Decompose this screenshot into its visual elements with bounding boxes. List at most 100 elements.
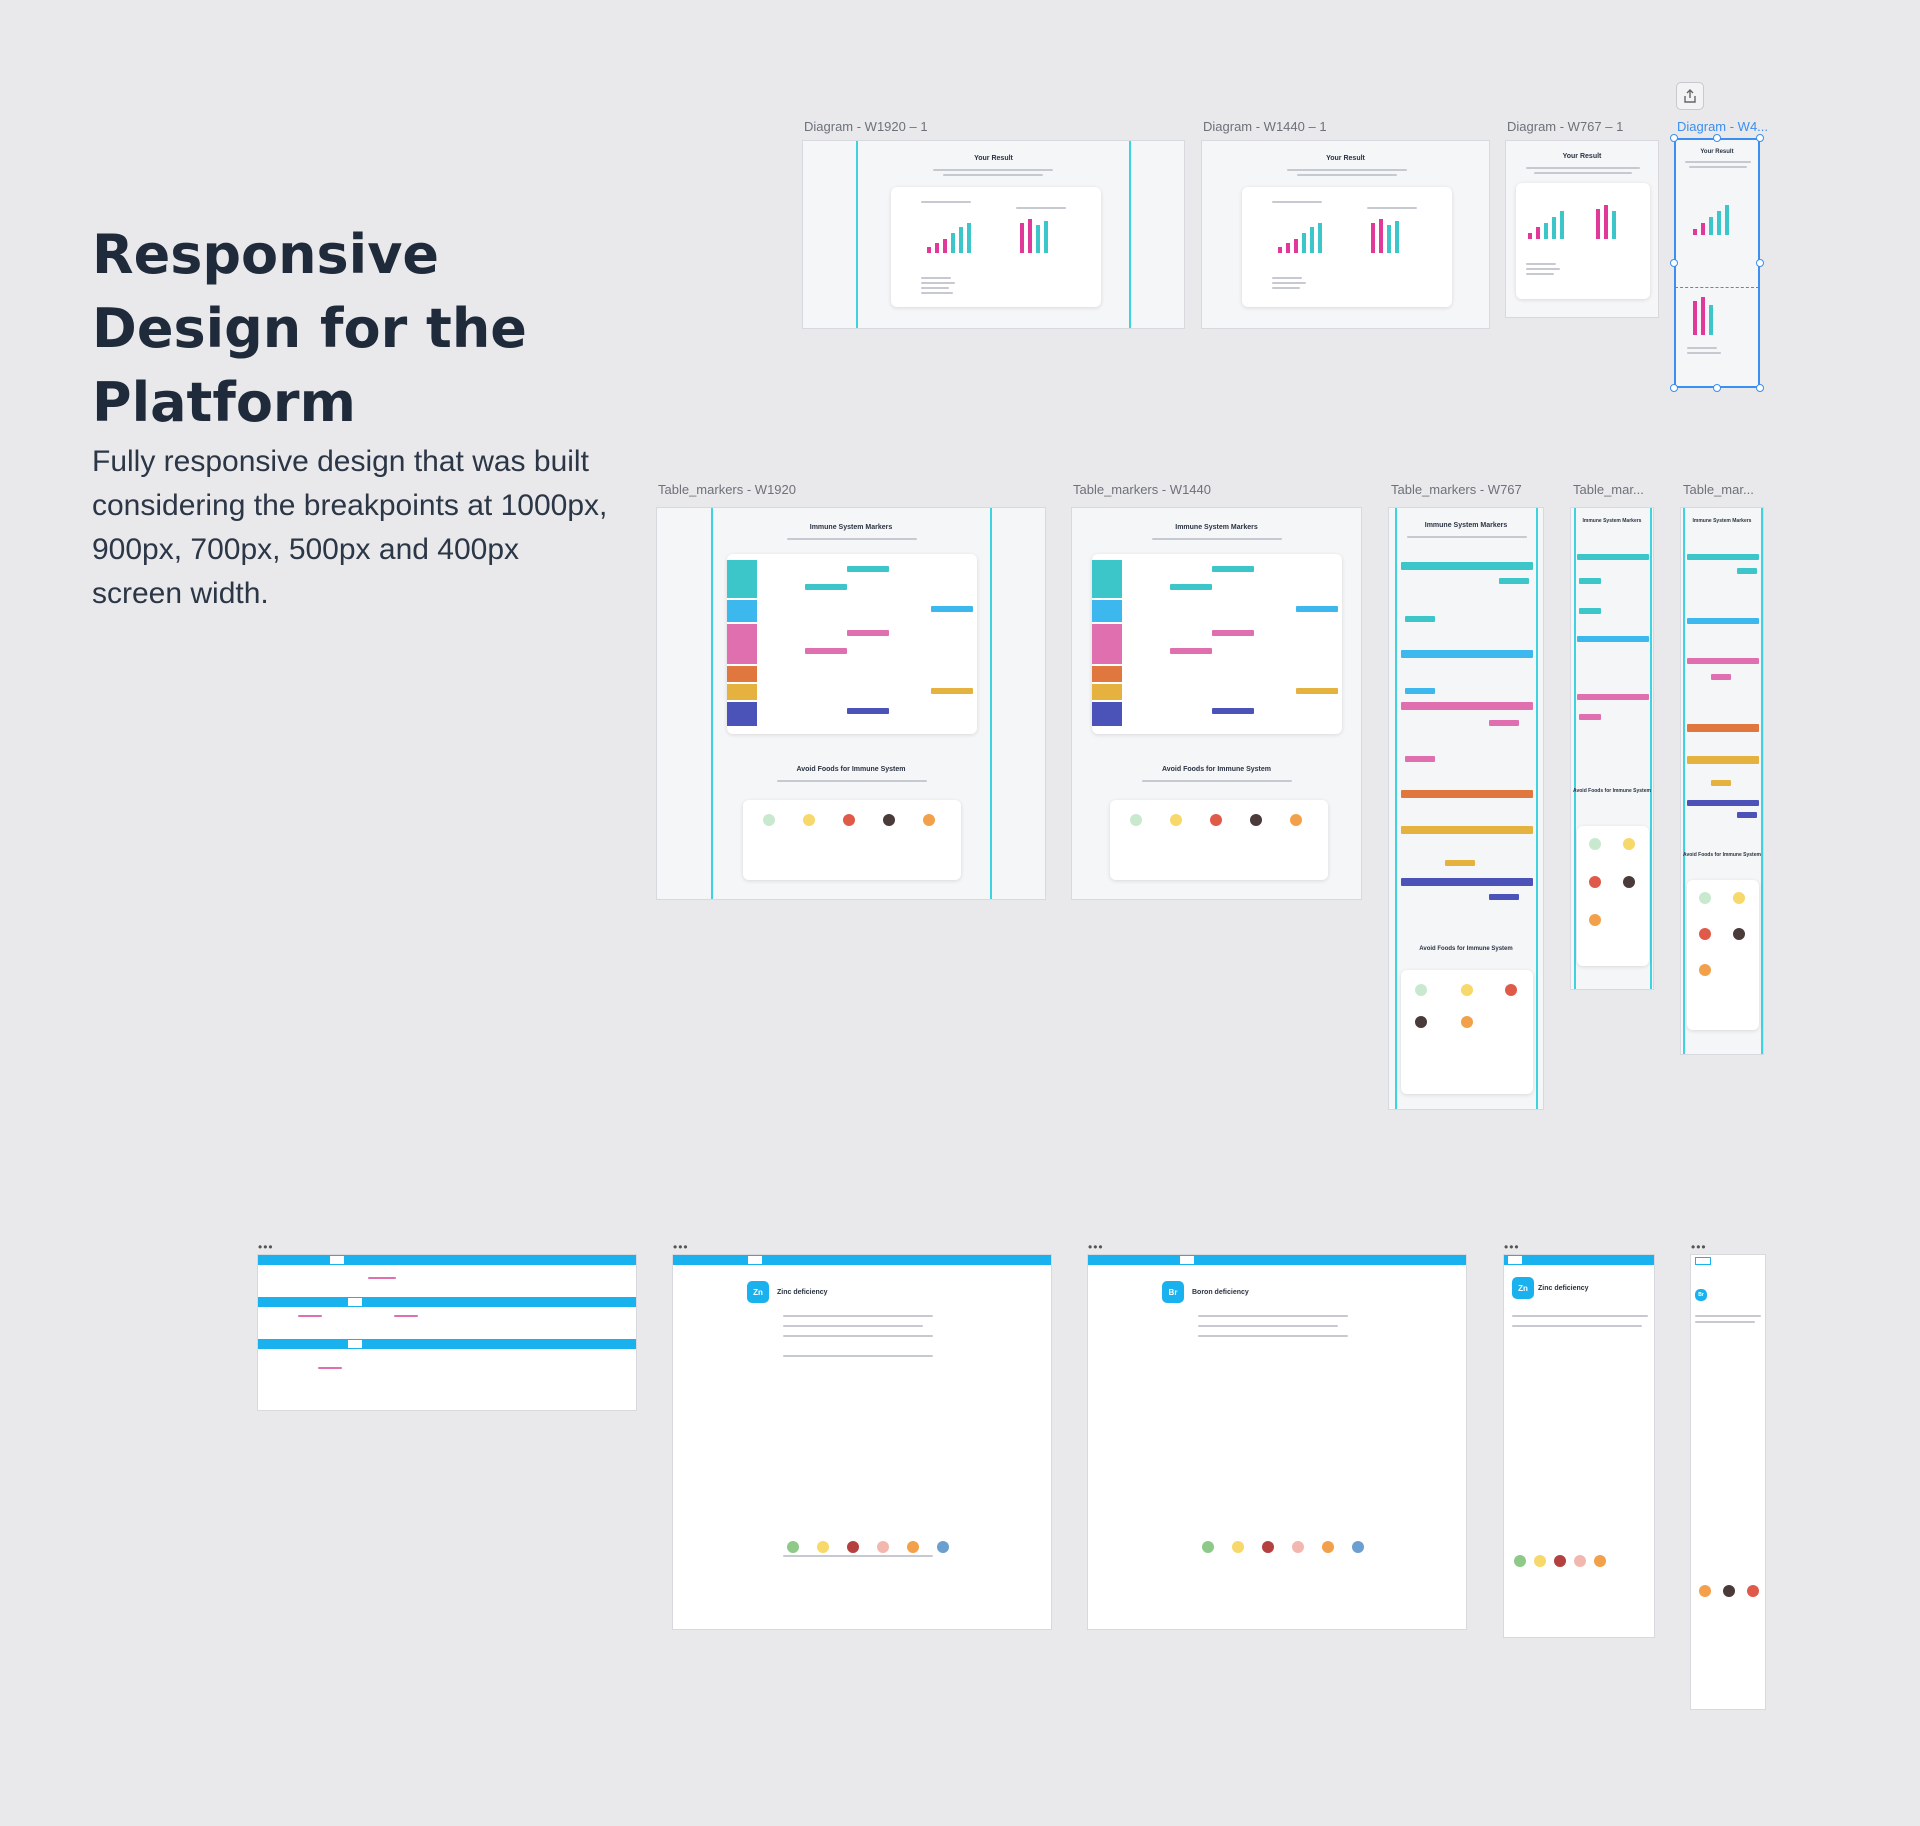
frame-diagram-w767[interactable]: Your Result [1505,140,1659,318]
food-icon [1352,1541,1364,1553]
frame-table-w767[interactable]: Immune System Markers Avoid Foods for Im… [1388,507,1544,1110]
frame-label-diagram-w1440[interactable]: Diagram - W1440 – 1 [1203,119,1327,134]
annotation-line [368,1277,396,1279]
food-icon [1623,838,1635,850]
food-icon [1415,984,1427,996]
food-icon [803,814,815,826]
resize-handle[interactable] [1756,259,1764,267]
legend-line [1272,277,1302,279]
more-dots-icon[interactable]: ••• [673,1240,689,1254]
frame-boron-w400[interactable]: Br [1690,1254,1766,1710]
layout-guide [1129,141,1131,328]
layout-guide [1761,508,1763,1054]
share-icon [1684,89,1696,103]
bar-chart [921,217,981,253]
legend-line [921,277,951,279]
food-icon [1461,1016,1473,1028]
immune-markers-title: Immune System Markers [1582,518,1642,524]
selection-box[interactable] [1674,138,1760,388]
resize-handle[interactable] [1713,384,1721,392]
resize-handle[interactable] [1670,259,1678,267]
frame-table-w400[interactable]: Immune System Markers Avoid Foods for Im… [1680,507,1764,1055]
more-dots-icon[interactable]: ••• [1691,1240,1707,1254]
frame-label-diagram-w400[interactable]: Diagram - W4... [1677,119,1769,134]
food-icon [1747,1585,1759,1597]
chart-bar [1717,211,1721,235]
share-button[interactable] [1676,82,1704,110]
marker-chip [1579,714,1601,720]
zinc-badge: Zn [1512,1277,1534,1299]
nav-tab[interactable] [1695,1257,1711,1265]
frame-label-diagram-w767[interactable]: Diagram - W767 – 1 [1507,119,1624,134]
resize-handle[interactable] [1670,134,1678,142]
nav-tab-active[interactable] [330,1256,344,1264]
food-icon [1733,892,1745,904]
marker-chip [1489,894,1519,900]
food-icon [1290,814,1302,826]
resize-handle[interactable] [1670,384,1678,392]
chart-bar [1294,239,1298,253]
resize-handle[interactable] [1756,384,1764,392]
frame-diagram-w1440[interactable]: Your Result [1201,140,1490,329]
chart-bar [1028,219,1032,253]
text-line [1695,1321,1755,1323]
frame-label-table-w500[interactable]: Table_mar... [1573,482,1644,497]
frame-boron-page[interactable]: Br Boron deficiency [1087,1254,1467,1630]
food-icon [907,1541,919,1553]
more-dots-icon[interactable]: ••• [258,1240,274,1254]
chart-bar [927,247,931,253]
frame-nav-states[interactable] [257,1254,637,1411]
bar-chart [1592,203,1642,239]
nav-tab-active[interactable] [348,1340,362,1348]
immune-markers-title: Immune System Markers [809,524,893,531]
bar-chart [1272,217,1332,253]
text-line [783,1325,923,1327]
category-header [1577,694,1649,700]
nav-bar [258,1255,636,1265]
resize-handle[interactable] [1756,134,1764,142]
marker-chip [1579,578,1601,584]
frame-label-table-w767[interactable]: Table_markers - W767 [1391,482,1522,497]
marker-chip [1405,616,1435,622]
category-header [1687,554,1759,560]
marker-chip [1737,812,1757,818]
chart-bar [1701,297,1705,335]
frame-label-diagram-w1920[interactable]: Diagram - W1920 – 1 [804,119,928,134]
marker-chip [931,606,973,612]
food-icon [1554,1555,1566,1567]
nav-tab-active[interactable] [1180,1256,1194,1264]
chart-bar [1044,221,1048,253]
text-line [1142,780,1292,782]
nav-tab-active[interactable] [348,1298,362,1306]
marker-chip [847,566,889,572]
nav-tab-active[interactable] [748,1256,762,1264]
marker-chip [805,584,847,590]
food-icon [877,1541,889,1553]
more-dots-icon[interactable]: ••• [1504,1240,1520,1254]
frame-zinc-w767[interactable]: Zn Zinc deficiency [1503,1254,1655,1638]
frame-table-w1440[interactable]: Immune System Markers Avoid Foods for Im… [1071,507,1362,900]
frame-table-w500[interactable]: Immune System Markers Avoid Foods for Im… [1570,507,1654,990]
resize-handle[interactable] [1713,134,1721,142]
frame-diagram-w1920[interactable]: Your Result [802,140,1185,329]
layout-guide [1395,508,1397,1109]
layout-guide [1574,508,1576,989]
frame-table-w1920[interactable]: Immune System Markers Avoid Foods for Im… [656,507,1046,900]
frame-label-table-w400[interactable]: Table_mar... [1683,482,1754,497]
marker-chip [1212,630,1254,636]
more-dots-icon[interactable]: ••• [1088,1240,1104,1254]
frame-label-table-w1440[interactable]: Table_markers - W1440 [1073,482,1211,497]
text-line [921,201,971,203]
avoid-foods-card [1401,970,1533,1094]
text-line [1695,1315,1761,1317]
text-line [1287,169,1407,171]
food-icon [1699,964,1711,976]
category-header [1687,658,1759,664]
layout-guide [711,508,713,899]
food-icon [923,814,935,826]
chart-bar [1709,305,1713,335]
frame-zinc-page[interactable]: Zn Zinc deficiency [672,1254,1052,1630]
frame-diagram-w400[interactable]: Your Result [1674,138,1760,388]
frame-label-table-w1920[interactable]: Table_markers - W1920 [658,482,796,497]
nav-tab-active[interactable] [1508,1256,1522,1264]
